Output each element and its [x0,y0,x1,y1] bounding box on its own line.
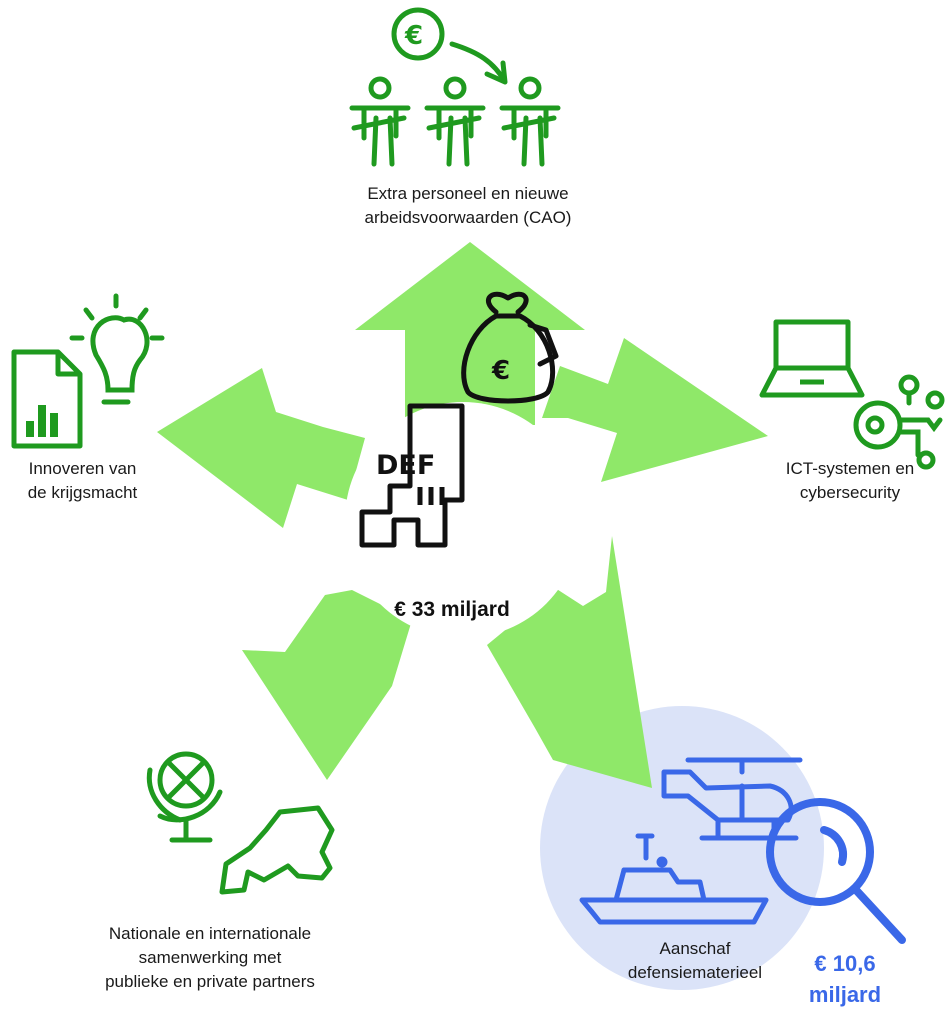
building-icon [359,403,465,548]
euro-coin-symbol: € [404,21,423,51]
label-ict: ICT-systemen en cybersecurity [765,457,935,505]
label-personnel: Extra personeel en nieuwe arbeidsvoorwaa… [318,182,618,230]
label-ict-line-1: ICT-systemen en [785,459,915,478]
label-innovation: Innoveren van de krijgsmacht [5,457,160,505]
ship-icon [579,833,769,925]
label-personnel-line-2: arbeidsvoorwaarden (CAO) [364,208,572,227]
label-innovation-line-1: Innoveren van [28,459,137,478]
netherlands-map-icon [219,805,335,895]
badge-text: DEF [376,450,435,481]
label-cooperation: Nationale en internationale samenwerking… [65,922,355,994]
laptop-icon [759,319,865,398]
arrow-lower-left [242,590,412,780]
materiel-amount-line-2: miljard [808,982,882,1007]
label-personnel-line-1: Extra personeel en nieuwe [367,184,569,203]
materiel-amount-line-1: € 10,6 [814,951,876,976]
arrow-up [355,242,585,425]
center-hub [345,402,581,638]
bar-chart-bars [26,405,58,437]
arrow-upper-left [157,368,365,528]
magnifier-icon [766,798,906,944]
label-cooperation-line-1: Nationale en internationale [108,924,312,943]
people-icon [349,76,561,167]
key-icon [853,374,945,470]
report-chart-icon [11,349,83,449]
transfer-arrow-icon [449,41,508,85]
label-cooperation-line-3: publieke en private partners [105,972,315,991]
arrow-upper-right [542,338,768,482]
label-ict-line-2: cybersecurity [799,483,901,502]
label-materiel-line-2: defensiematerieel [627,963,763,982]
lightbulb-icon [69,293,165,405]
currency-symbol: € [491,356,510,386]
euro-coin-icon [391,7,445,61]
materiel-amount: € 10,6 miljard [790,948,900,1010]
center-amount: € 33 miljard [394,598,510,621]
label-cooperation-line-2: samenwerking met [138,948,282,967]
money-bag-icon [461,291,559,404]
label-materiel: Aanschaf defensiematerieel [610,937,780,985]
label-innovation-line-2: de krijgsmacht [27,483,138,502]
label-materiel-line-1: Aanschaf [659,939,731,958]
globe-icon [146,751,223,843]
